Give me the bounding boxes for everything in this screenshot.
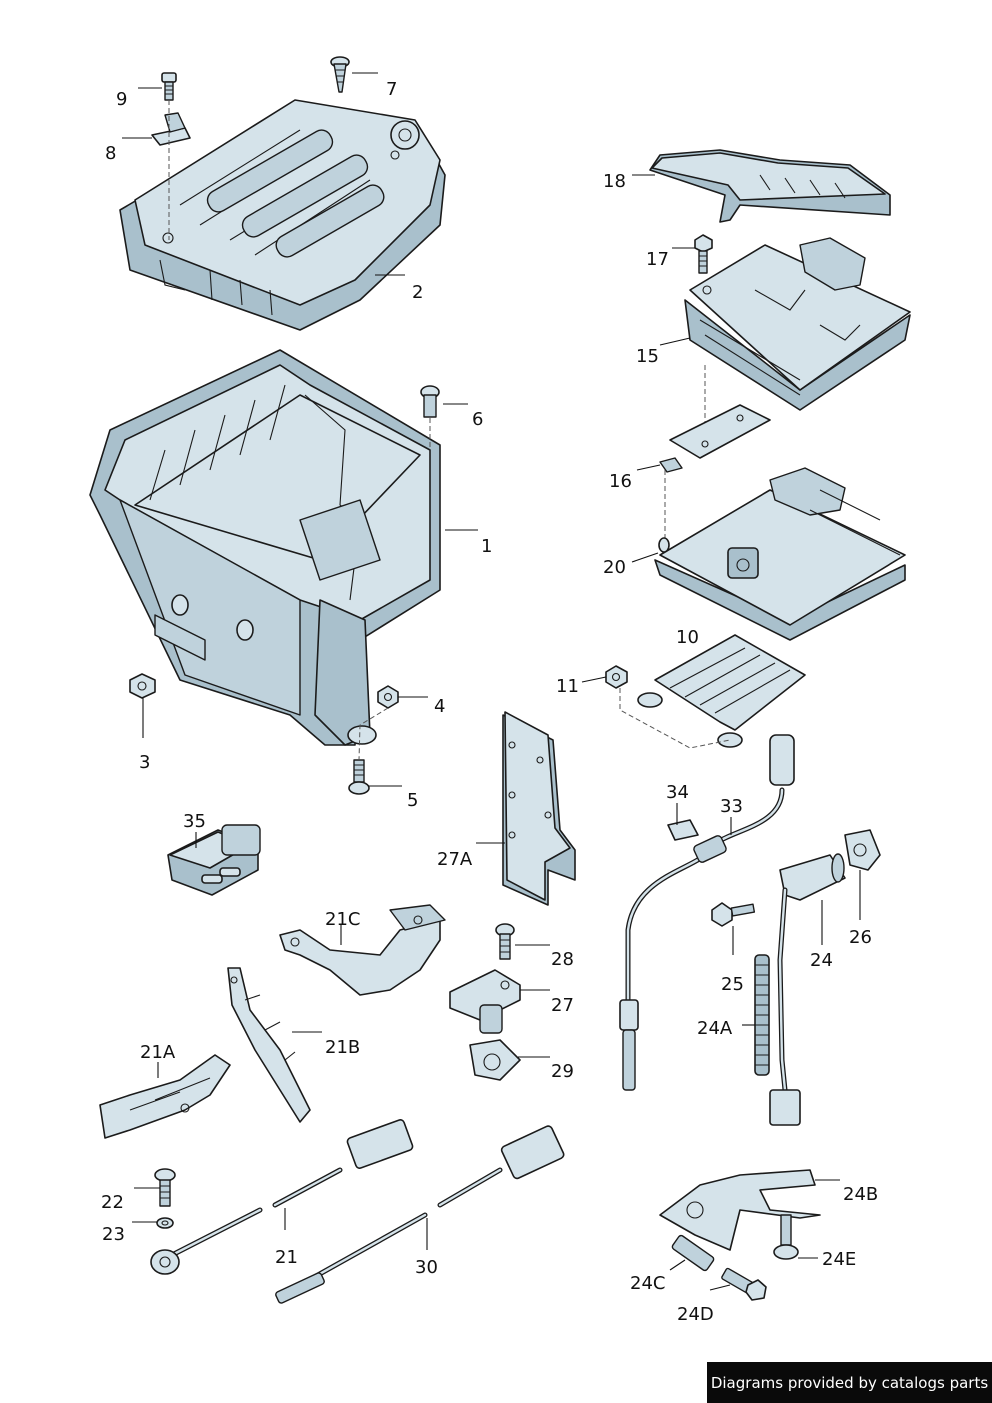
callout-21b: 21B: [325, 1037, 360, 1058]
part-2-housing-cover: [119, 99, 446, 331]
callout-24c: 24C: [630, 1273, 665, 1294]
callout-33: 33: [720, 796, 743, 817]
callout-11: 11: [556, 676, 579, 697]
part-23-washer: [156, 1217, 174, 1229]
part-35-pressure-sensor: [167, 824, 261, 896]
part-18-bracket: [649, 149, 891, 223]
callout-22: 22: [101, 1192, 124, 1213]
part-24b-bracket: [659, 1169, 821, 1251]
part-21b-bracket: [227, 967, 311, 1123]
part-27-sensor: [449, 969, 521, 1034]
part-24-sensor: [769, 853, 846, 1126]
part-4-5-axis: [358, 707, 389, 761]
part-1-ecu-box: [89, 349, 441, 746]
part-28-bolt: [495, 923, 515, 960]
callout-35: 35: [183, 811, 206, 832]
callout-20: 20: [603, 557, 626, 578]
callout-27: 27: [551, 995, 574, 1016]
callout-17: 17: [646, 249, 669, 270]
callout-24: 24: [810, 950, 833, 971]
callout-labels: 9 7 8 2 6 1 3 4 5 18 17 15 16 20 10 11 3…: [101, 79, 878, 1325]
part-24a-sleeve: [754, 954, 770, 1076]
callout-21a: 21A: [140, 1042, 176, 1063]
callout-3: 3: [139, 752, 150, 773]
callout-16: 16: [609, 471, 632, 492]
part-11-nut: [605, 665, 628, 689]
part-16-bracket: [659, 404, 771, 473]
part-10-mounting-plate: [637, 634, 806, 748]
part-8-clip: [151, 112, 191, 146]
part-21c-bracket: [279, 904, 446, 996]
callout-21: 21: [275, 1247, 298, 1268]
part-33-temp-sensor: [619, 734, 795, 1091]
part-24c-stud: [671, 1234, 715, 1272]
callout-24a: 24A: [697, 1018, 733, 1039]
part-30-lambda-probe: [275, 1125, 565, 1304]
part-27a-plate: [502, 711, 576, 906]
part-17-bolt: [694, 234, 713, 274]
callout-23: 23: [102, 1224, 125, 1245]
footer-text: Diagrams provided by catalogs parts: [710, 1373, 989, 1392]
part-4-nut: [377, 685, 399, 709]
callout-7: 7: [386, 79, 397, 100]
part-29-gasket: [469, 1039, 521, 1081]
part-21-knock-sensor: [150, 1119, 414, 1275]
callout-2: 2: [412, 282, 423, 303]
callout-6: 6: [472, 409, 483, 430]
part-21a-bracket: [99, 1054, 231, 1139]
callout-15: 15: [636, 346, 659, 367]
part-34-clip: [667, 819, 699, 841]
callout-26: 26: [849, 927, 872, 948]
part-9-bolt: [161, 72, 177, 101]
callout-10: 10: [676, 627, 699, 648]
part-6-bolt: [420, 385, 440, 418]
part-7-screw: [330, 56, 350, 93]
part-3-nut: [129, 673, 156, 699]
callout-5: 5: [407, 790, 418, 811]
callout-21c: 21C: [325, 909, 360, 930]
callout-4: 4: [434, 696, 445, 717]
callout-27a: 27A: [437, 849, 473, 870]
part-26-gasket: [844, 829, 881, 871]
part-24e-bolt: [773, 1214, 799, 1260]
callout-34: 34: [666, 782, 689, 803]
callout-1: 1: [481, 536, 492, 557]
callout-29: 29: [551, 1061, 574, 1082]
part-25-bolt: [711, 902, 756, 927]
part-24d-bolt: [721, 1267, 767, 1301]
callout-25: 25: [721, 974, 744, 995]
callout-30: 30: [415, 1257, 438, 1278]
footer-banner: Diagrams provided by catalogs parts: [707, 1362, 992, 1403]
part-5-bolt: [348, 759, 370, 795]
part-11-axis: [619, 688, 731, 749]
part-20-control-unit: [654, 467, 906, 641]
callout-8: 8: [105, 143, 116, 164]
callout-24e: 24E: [822, 1249, 856, 1270]
callout-24d: 24D: [677, 1304, 714, 1325]
callout-18: 18: [603, 171, 626, 192]
part-15-control-unit: [684, 237, 911, 411]
callout-9: 9: [116, 89, 127, 110]
callout-28: 28: [551, 949, 574, 970]
leader-lines: [122, 72, 861, 1291]
callout-24b: 24B: [843, 1184, 878, 1205]
part-22-bolt: [154, 1168, 176, 1207]
